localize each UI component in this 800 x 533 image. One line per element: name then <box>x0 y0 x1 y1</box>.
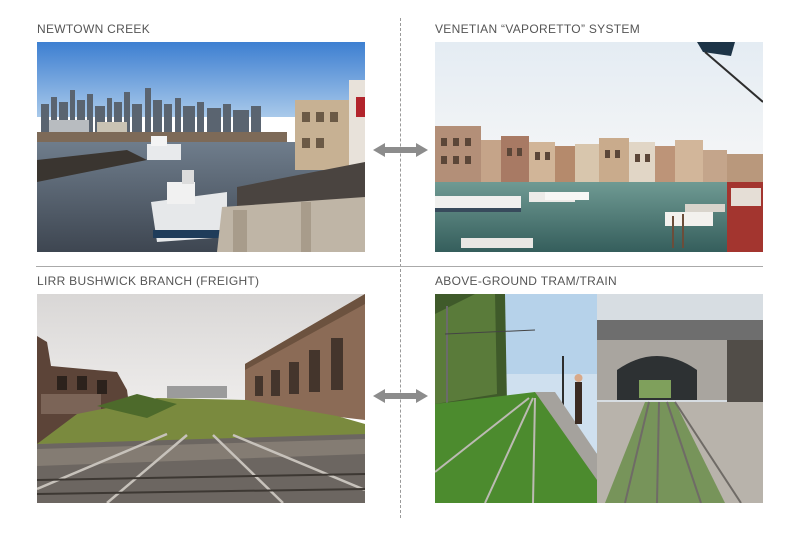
photo-venice-grand-canal <box>435 42 763 252</box>
photo-newtown-creek <box>37 42 365 252</box>
photo-lirr-bushwick-tracks <box>37 294 365 503</box>
caption-lirr-bushwick: LIRR BUSHWICK BRANCH (FREIGHT) <box>37 274 260 288</box>
photo-above-ground-tram <box>435 294 763 503</box>
horizontal-divider <box>36 266 763 267</box>
vertical-divider <box>400 18 401 518</box>
caption-above-ground-tram: ABOVE-GROUND TRAM/TRAIN <box>435 274 618 288</box>
double-headed-arrow-icon <box>373 142 428 163</box>
caption-venetian-vaporetto: VENETIAN “VAPORETTO” SYSTEM <box>435 22 641 36</box>
double-headed-arrow-icon <box>373 388 428 409</box>
caption-newtown-creek: NEWTOWN CREEK <box>37 22 151 36</box>
